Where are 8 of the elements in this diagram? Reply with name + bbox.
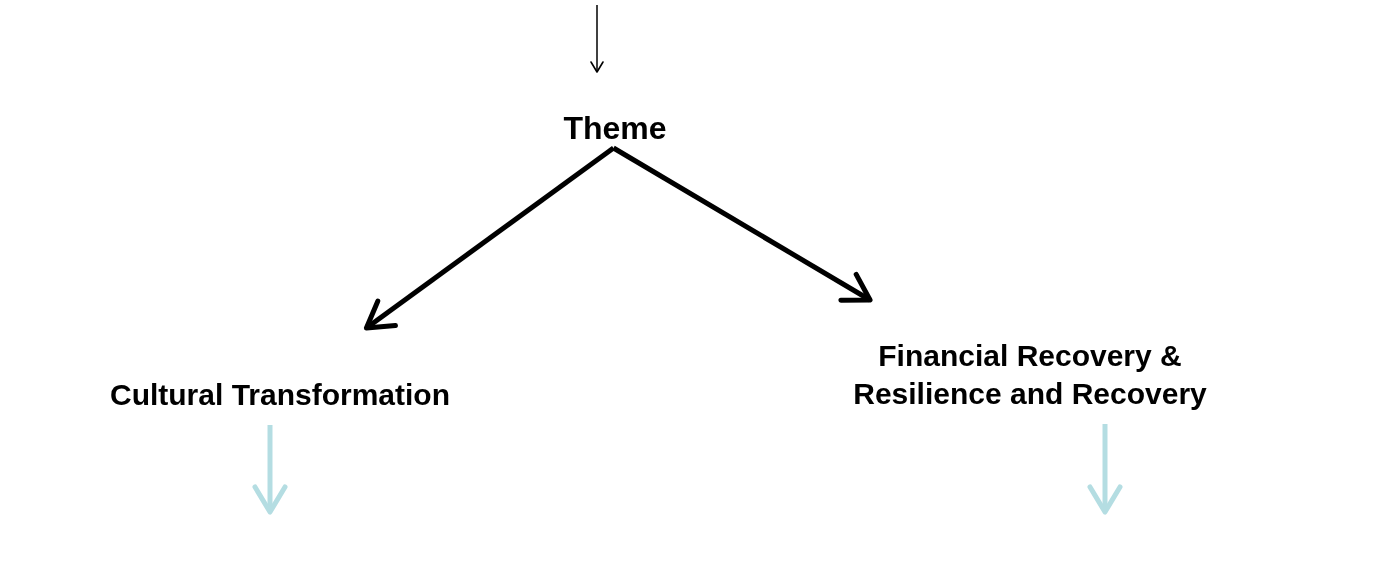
node-label: Cultural Transformation [109,376,450,413]
arrow [1087,424,1123,515]
arrow [363,145,615,331]
arrow [590,4,604,73]
arrow [612,145,873,303]
node-label: Theme [563,109,667,148]
node-label: Financial Recovery & Resilience and Recovery [852,338,1208,412]
arrow [252,425,288,515]
